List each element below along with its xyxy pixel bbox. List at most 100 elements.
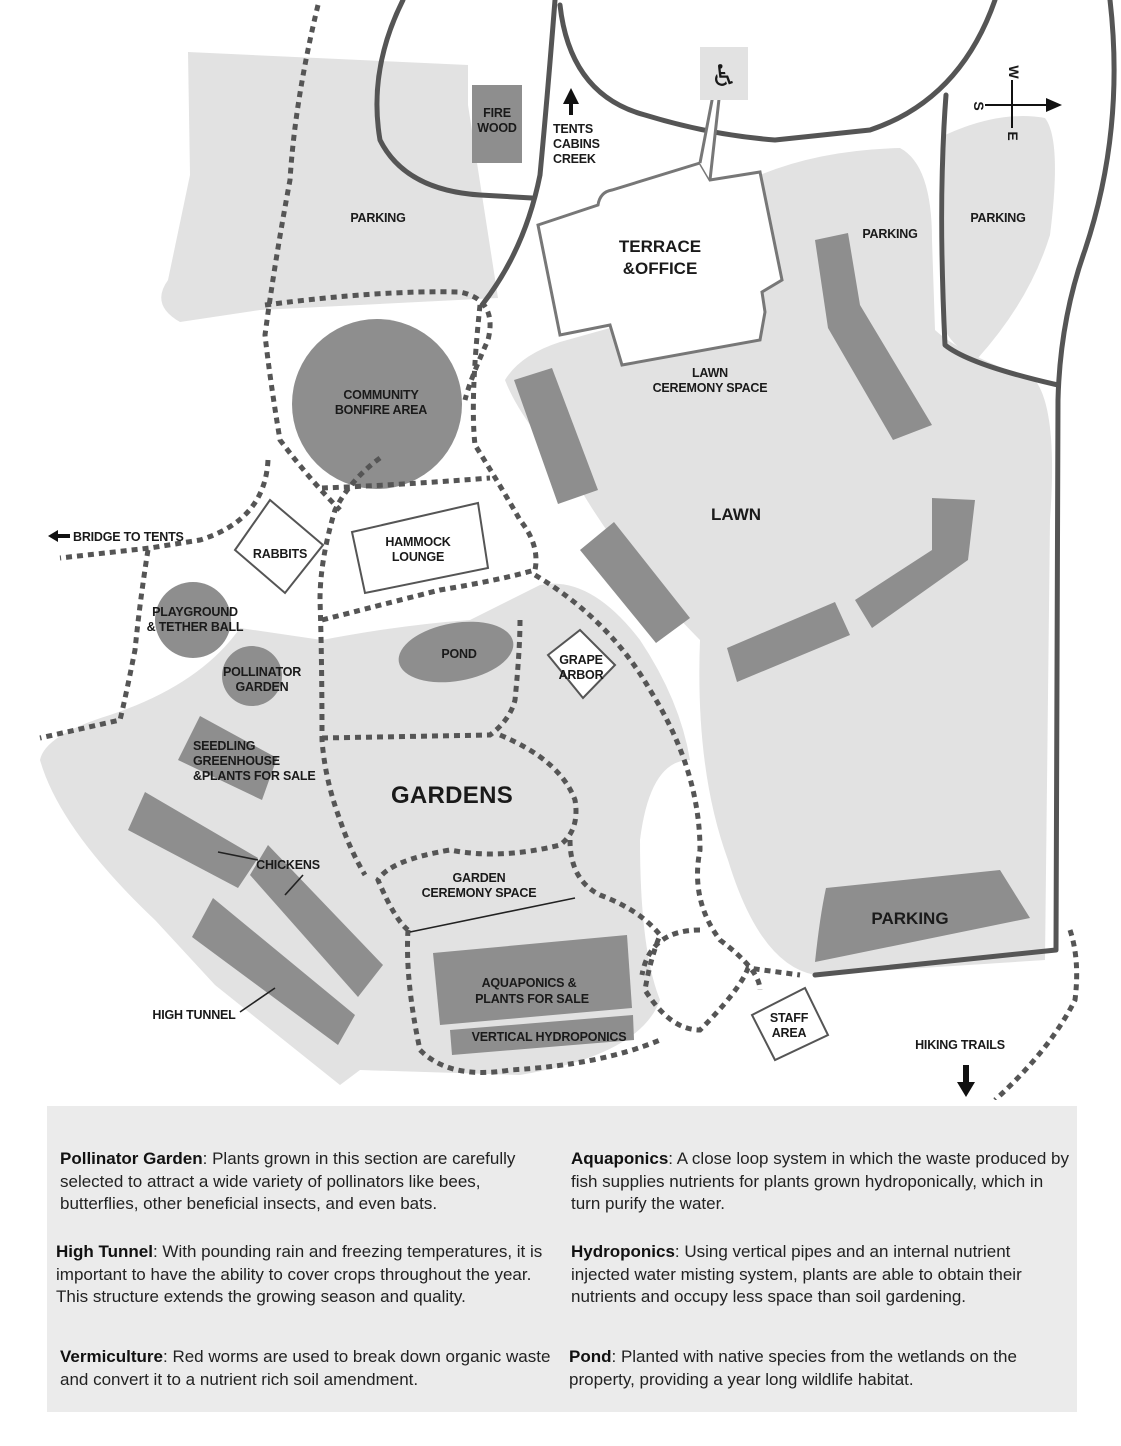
playground-tether-ball bbox=[155, 582, 231, 658]
road-north-center bbox=[479, 0, 558, 308]
left-arrow-icon bbox=[48, 530, 70, 542]
garden-ceremony-label-1: GARDEN bbox=[453, 871, 506, 885]
firewood-label-1: FIRE bbox=[483, 106, 511, 120]
pond-label: POND bbox=[441, 647, 476, 661]
lawn-building-2 bbox=[580, 522, 690, 643]
legend-vermiculture: Vermiculture: Red worms are used to brea… bbox=[60, 1346, 560, 1391]
compass-icon: W S E bbox=[971, 65, 1062, 141]
grape-arbor bbox=[546, 628, 617, 700]
parking-lot-east bbox=[945, 116, 1055, 358]
seedling-label-1: SEEDLING bbox=[193, 739, 255, 753]
legend-term: Pollinator Garden bbox=[60, 1149, 203, 1168]
accessible-sign bbox=[700, 47, 748, 100]
down-arrow-icon bbox=[957, 1065, 975, 1097]
terrace-label-2: &OFFICE bbox=[623, 259, 698, 278]
terrace-office-building bbox=[536, 161, 784, 367]
road-north-loop bbox=[374, 0, 535, 201]
terrace-label-1: TERRACE bbox=[619, 237, 701, 256]
legend-term: Vermiculture bbox=[60, 1347, 163, 1366]
north-arrow-icon bbox=[563, 88, 579, 115]
parking-lot-southeast bbox=[815, 870, 1030, 962]
pollinator-label-1: POLLINATOR bbox=[223, 665, 301, 679]
rabbits-label: RABBITS bbox=[253, 547, 307, 561]
legend-term: Hydroponics bbox=[571, 1242, 675, 1261]
road-east-inner bbox=[939, 92, 1061, 388]
vertical-hydroponics bbox=[450, 1015, 634, 1055]
staff-label-2: AREA bbox=[772, 1026, 807, 1040]
pollinator-garden bbox=[222, 646, 282, 706]
bonfire-label-2: BONFIRE AREA bbox=[335, 403, 427, 417]
legend-term: Aquaponics bbox=[571, 1149, 669, 1168]
parking-ne-label: PARKING bbox=[862, 227, 917, 241]
playground-label-1: PLAYGROUND bbox=[152, 605, 238, 619]
lawn-label: LAWN bbox=[711, 505, 761, 524]
legend-high-tunnel: High Tunnel: With pounding rain and free… bbox=[56, 1241, 556, 1309]
parking-lot-northwest bbox=[161, 52, 498, 322]
firewood-label-2: WOOD bbox=[477, 121, 517, 135]
legend-text: : Using vertical pipes and an internal n… bbox=[571, 1242, 1022, 1306]
legend-hydroponics: Hydroponics: Using vertical pipes and an… bbox=[571, 1241, 1071, 1309]
high-tunnel-label: HIGH TUNNEL bbox=[152, 1008, 236, 1022]
seedling-label-2: GREENHOUSE bbox=[193, 754, 280, 768]
grape-label-1: GRAPE bbox=[559, 653, 602, 667]
aquaponics-label-2: PLANTS FOR SALE bbox=[475, 992, 589, 1006]
chicken-coop-1 bbox=[128, 792, 258, 888]
tents-label-3: CREEK bbox=[553, 152, 596, 166]
legend-text: : A close loop system in which the waste… bbox=[571, 1149, 1069, 1213]
road-northeast-arc bbox=[557, 0, 998, 143]
garden-ceremony-label-2: CEREMONY SPACE bbox=[422, 886, 537, 900]
legend-term: High Tunnel bbox=[56, 1242, 153, 1261]
hammock-lounge bbox=[350, 501, 490, 595]
chickens-leader-1 bbox=[217, 851, 259, 861]
legend-aquaponics: Aquaponics: A close loop system in which… bbox=[571, 1148, 1071, 1216]
staff-area bbox=[750, 986, 830, 1062]
bonfire-label-1: COMMUNITY bbox=[343, 388, 419, 402]
tents-label-1: TENTS bbox=[553, 122, 593, 136]
aquaponics-label-1: AQUAPONICS & bbox=[482, 976, 577, 990]
legend-text: : Planted with native species from the w… bbox=[569, 1347, 1017, 1389]
site-map: ♿ bbox=[39, 0, 1117, 1100]
legend-term: Pond bbox=[569, 1347, 612, 1366]
seedling-greenhouse bbox=[178, 716, 277, 800]
wheelchair-accessible-icon: ♿ bbox=[711, 60, 738, 93]
rabbits-hutch bbox=[233, 498, 325, 595]
pond bbox=[398, 621, 514, 683]
firewood-shed bbox=[472, 85, 522, 163]
staff-label-1: STAFF bbox=[770, 1011, 809, 1025]
seedling-label-3: &PLANTS FOR SALE bbox=[193, 769, 316, 783]
legend-text: : Red worms are used to break down organ… bbox=[60, 1347, 551, 1389]
lawn-building-1 bbox=[514, 368, 598, 504]
lawn-building-3 bbox=[727, 602, 850, 682]
pollinator-label-2: GARDEN bbox=[236, 680, 289, 694]
lawn-building-4 bbox=[855, 498, 975, 628]
community-bonfire-area bbox=[292, 319, 462, 489]
vertical-hydroponics-label: VERTICAL HYDROPONICS bbox=[472, 1030, 627, 1044]
parking-strip-north bbox=[815, 233, 932, 440]
compass-west: W bbox=[1006, 65, 1022, 79]
garden-ceremony-line bbox=[409, 897, 576, 933]
hammock-label-2: LOUNGE bbox=[392, 550, 444, 564]
parking-nw-label: PARKING bbox=[350, 211, 405, 225]
chicken-coop-2 bbox=[250, 845, 383, 997]
legend-text: : Plants grown in this section are caref… bbox=[60, 1149, 516, 1213]
hiking-label: HIKING TRAILS bbox=[915, 1038, 1005, 1052]
road-east bbox=[812, 0, 1117, 978]
compass-south: S bbox=[971, 101, 987, 110]
grape-label-2: ARBOR bbox=[559, 668, 604, 682]
lawn-ceremony-label-1: LAWN bbox=[692, 366, 728, 380]
chickens-label: CHICKENS bbox=[256, 858, 320, 872]
compass-east: E bbox=[1005, 131, 1021, 140]
high-tunnel-leader bbox=[239, 987, 276, 1013]
walking-trails bbox=[39, 4, 1080, 1100]
tents-label-2: CABINS bbox=[553, 137, 600, 151]
hammock-label-1: HAMMOCK bbox=[385, 535, 450, 549]
legend-text: : With pounding rain and freezing temper… bbox=[56, 1242, 543, 1306]
legend-panel: Pollinator Garden: Plants grown in this … bbox=[47, 1106, 1077, 1412]
bridge-label: BRIDGE TO TENTS bbox=[73, 530, 184, 544]
parking-se-label: PARKING bbox=[871, 909, 948, 928]
legend-pollinator: Pollinator Garden: Plants grown in this … bbox=[60, 1148, 560, 1216]
high-tunnel bbox=[192, 898, 355, 1045]
aquaponics-building bbox=[433, 935, 632, 1025]
legend-pond: Pond: Planted with native species from t… bbox=[569, 1346, 1069, 1391]
playground-label-2: & TETHER BALL bbox=[147, 620, 244, 634]
